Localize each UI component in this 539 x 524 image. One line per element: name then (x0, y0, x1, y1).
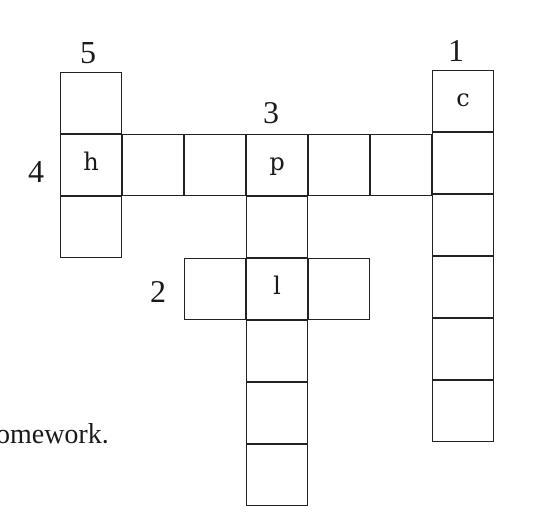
crossword-cell-r1-c5[interactable] (370, 134, 432, 196)
crossword-cell-r6-c3[interactable] (246, 444, 308, 506)
crossword-cell-r4-c6[interactable] (432, 318, 494, 380)
crossword-cell-r1-c2[interactable] (184, 134, 246, 196)
crossword-cell-r5-c6[interactable] (432, 380, 494, 442)
crossword-cell-r1-c1[interactable] (122, 134, 184, 196)
crossword-cell-r3-c3[interactable]: l (246, 258, 308, 320)
clue-number-2: 2 (150, 273, 166, 309)
crossword-cell-r5-c3[interactable] (246, 382, 308, 444)
crossword-cell-r0-c0[interactable] (60, 72, 122, 134)
clue-number-3: 3 (263, 94, 279, 130)
crossword-cell-r1-c6[interactable] (432, 132, 494, 194)
crossword-cell-r2-c3[interactable] (246, 196, 308, 258)
crossword-cell-r4-c3[interactable] (246, 320, 308, 382)
crossword-cell-r0-c6[interactable]: c (432, 70, 494, 132)
crossword-cell-r1-c0[interactable]: h (60, 134, 122, 196)
crossword-cell-r3-c6[interactable] (432, 256, 494, 318)
crossword-cell-r2-c6[interactable] (432, 194, 494, 256)
crossword-cell-r1-c4[interactable] (308, 134, 370, 196)
clue-number-5: 5 (80, 34, 96, 70)
clue-number-4: 4 (28, 153, 44, 189)
cropped-sentence-fragment: omework. (0, 419, 109, 450)
crossword-cell-r2-c0[interactable] (60, 196, 122, 258)
crossword-cell-r3-c2[interactable] (184, 258, 246, 320)
crossword-cell-r3-c4[interactable] (308, 258, 370, 320)
clue-number-1: 1 (448, 32, 464, 68)
crossword-cell-r1-c3[interactable]: p (246, 134, 308, 196)
